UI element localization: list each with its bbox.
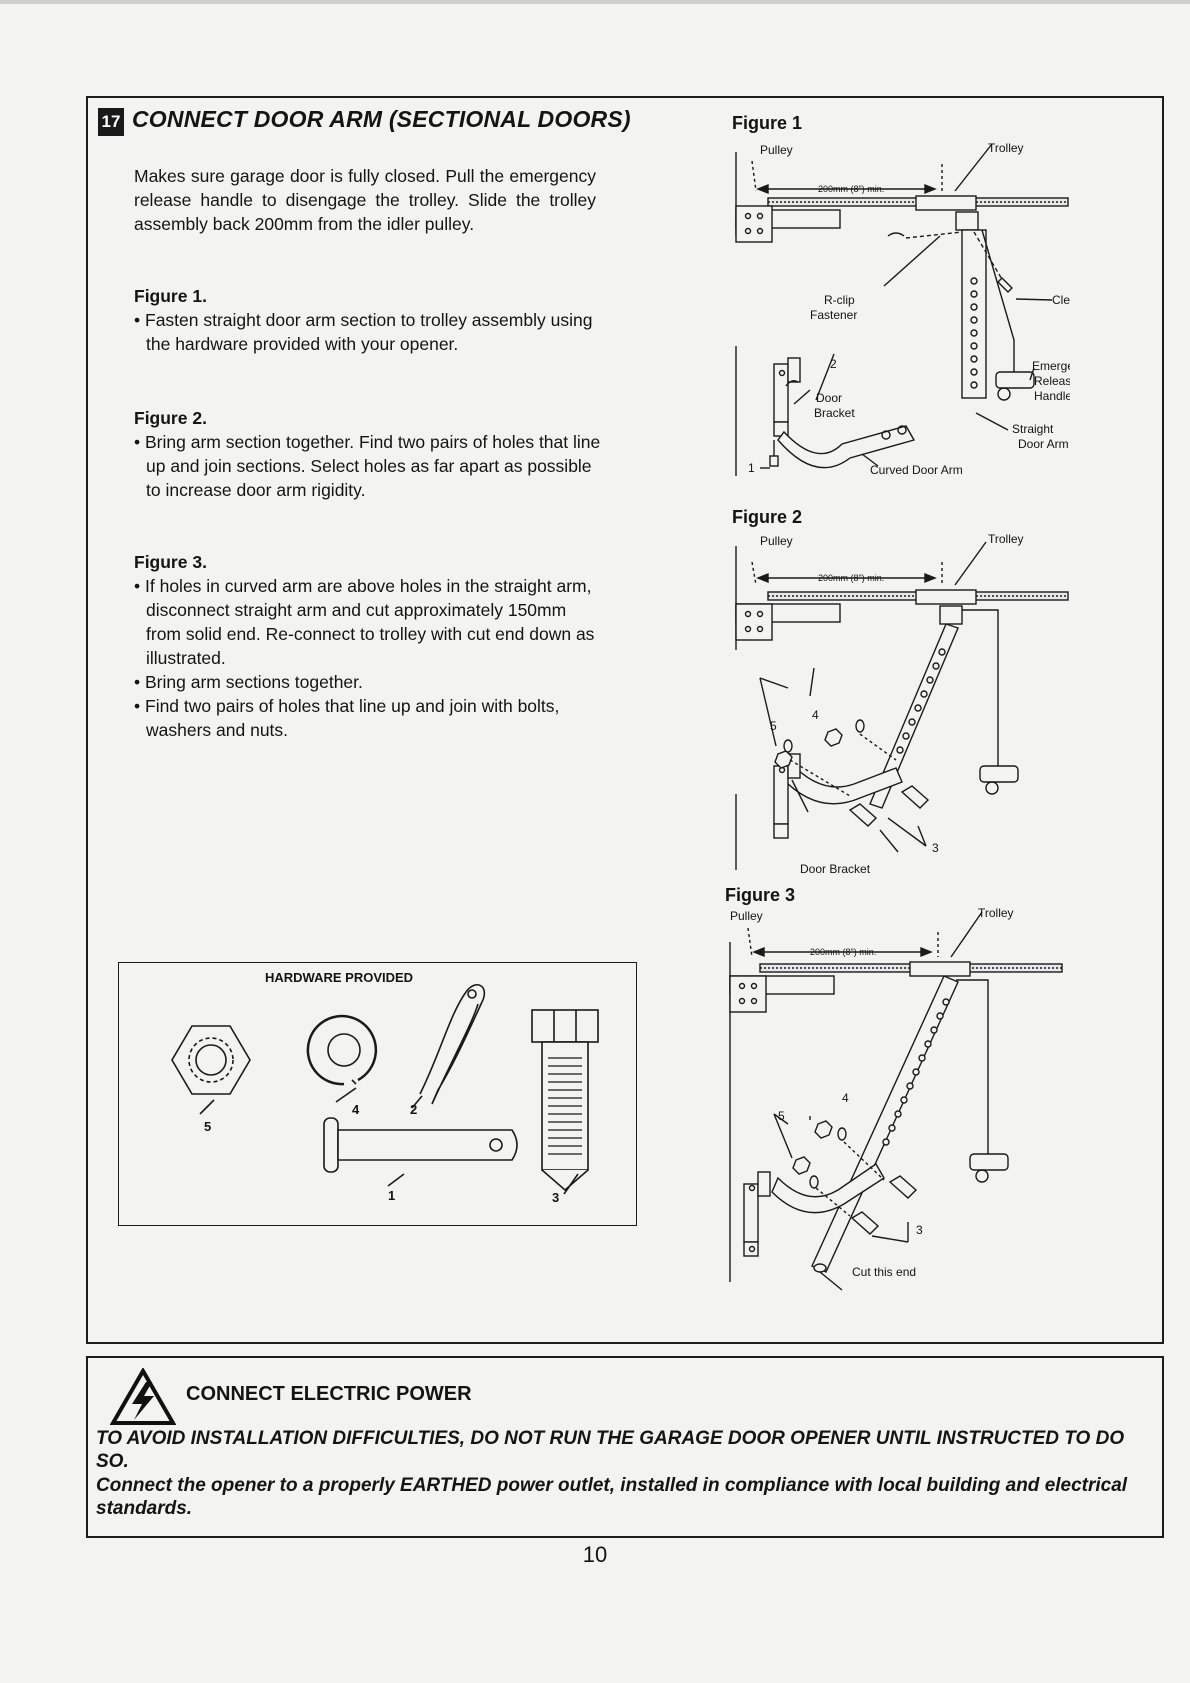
- label-release: Release: [1034, 374, 1070, 388]
- section-bullet: Find two pairs of holes that line up and…: [134, 694, 604, 742]
- figure-1-title: Figure 1: [732, 113, 803, 133]
- label-num-2: 2: [830, 357, 837, 371]
- label-distance: 200mm (8") min.: [818, 573, 884, 583]
- page-edge: [0, 0, 1190, 4]
- label-straight: Straight: [1012, 422, 1054, 436]
- label-trolley: Trolley: [988, 532, 1024, 546]
- section-figure-3: Figure 3. If holes in curved arm are abo…: [134, 550, 604, 742]
- section-heading: Figure 2.: [134, 408, 207, 428]
- label-distance: 200mm (8") min.: [818, 184, 884, 194]
- step-number-badge: 17: [98, 108, 124, 136]
- label-num-5: 5: [770, 719, 777, 733]
- label-pulley: Pulley: [760, 534, 793, 548]
- label-clevis-pin: Clevis Pin: [1052, 293, 1070, 307]
- r-clip-icon: [419, 984, 486, 1105]
- warning-panel: [86, 1356, 1164, 1538]
- figure-3-title: Figure 3: [725, 885, 796, 905]
- hardware-num-1: 1: [388, 1188, 395, 1203]
- section-heading: Figure 3.: [134, 552, 207, 572]
- label-pulley: Pulley: [730, 909, 763, 923]
- nut-icon: [171, 1025, 251, 1095]
- warning-text-1: TO AVOID INSTALLATION DIFFICULTIES, DO N…: [96, 1428, 1125, 1472]
- electrical-hazard-icon: [110, 1368, 176, 1425]
- label-fastener: Fastener: [810, 308, 857, 322]
- instruction-panel: [86, 96, 1164, 1344]
- label-cut-end: Cut this end: [852, 1265, 916, 1279]
- label-emergency: Emergency: [1032, 359, 1070, 373]
- section-bullet: If holes in curved arm are above holes i…: [134, 574, 604, 670]
- hardware-num-4: 4: [352, 1102, 360, 1117]
- section-figure-1: Figure 1. Fasten straight door arm secti…: [134, 284, 604, 356]
- label-handle: Handle: [1034, 389, 1070, 403]
- hardware-num-2: 2: [410, 1102, 417, 1117]
- hardware-panel: [118, 962, 637, 1226]
- step-title: CONNECT DOOR ARM (SECTIONAL DOORS): [132, 106, 631, 132]
- hardware-diagram: HARDWARE PROVIDED: [171, 970, 599, 1205]
- clevis-pin-icon: [323, 1117, 339, 1173]
- figure-3-diagram: Pulley Trolley 200mm (8") min. 4 5 3 Cut…: [729, 906, 1063, 1291]
- label-num-4: 4: [842, 1091, 849, 1105]
- section-heading: Figure 1.: [134, 286, 207, 306]
- figure-2-title: Figure 2: [732, 507, 803, 527]
- lock-washer-icon: [306, 1014, 378, 1086]
- label-distance: 200mm (8") min.: [810, 947, 876, 957]
- label-pulley: Pulley: [760, 143, 793, 157]
- label-num-3: 3: [932, 841, 939, 855]
- figure-1-diagram: Pulley Trolley 200mm (8") min. R-clip Fa…: [735, 141, 1070, 477]
- label-num-1: 1: [748, 461, 755, 475]
- label-num-5: 5: [778, 1109, 785, 1123]
- label-bracket: Bracket: [814, 406, 855, 420]
- label-rclip: R-clip: [824, 293, 855, 307]
- page-number: 10: [582, 1542, 608, 1567]
- warning-text-2: Connect the opener to a properly EARTHED…: [96, 1475, 1128, 1519]
- hardware-title: HARDWARE PROVIDED: [265, 970, 413, 985]
- section-bullet: Bring arm sections together.: [134, 670, 604, 694]
- warning-title: CONNECT ELECTRIC POWER: [186, 1383, 472, 1405]
- section-bullet: Fasten straight door arm section to trol…: [134, 308, 604, 356]
- hardware-num-3: 3: [552, 1190, 559, 1205]
- intro-paragraph: Makes sure garage door is fully closed. …: [134, 166, 596, 234]
- label-door: Door: [816, 391, 842, 405]
- label-trolley: Trolley: [978, 906, 1014, 920]
- section-bullet: Bring arm section together. Find two pai…: [134, 430, 604, 502]
- bolt-icon: [531, 1009, 599, 1043]
- label-num-3: 3: [916, 1223, 923, 1237]
- label-door-arm: Door Arm: [1018, 437, 1069, 451]
- hardware-num-5: 5: [204, 1119, 211, 1134]
- label-curved-arm: Curved Door Arm: [870, 463, 963, 477]
- label-door-bracket: Door Bracket: [800, 862, 871, 876]
- figure-2-diagram: Pulley Trolley 200mm (8") min. 4 5 3 Doo…: [735, 532, 1069, 876]
- section-figure-2: Figure 2. Bring arm section together. Fi…: [134, 406, 604, 502]
- label-num-4: 4: [812, 708, 819, 722]
- label-trolley: Trolley: [988, 141, 1024, 155]
